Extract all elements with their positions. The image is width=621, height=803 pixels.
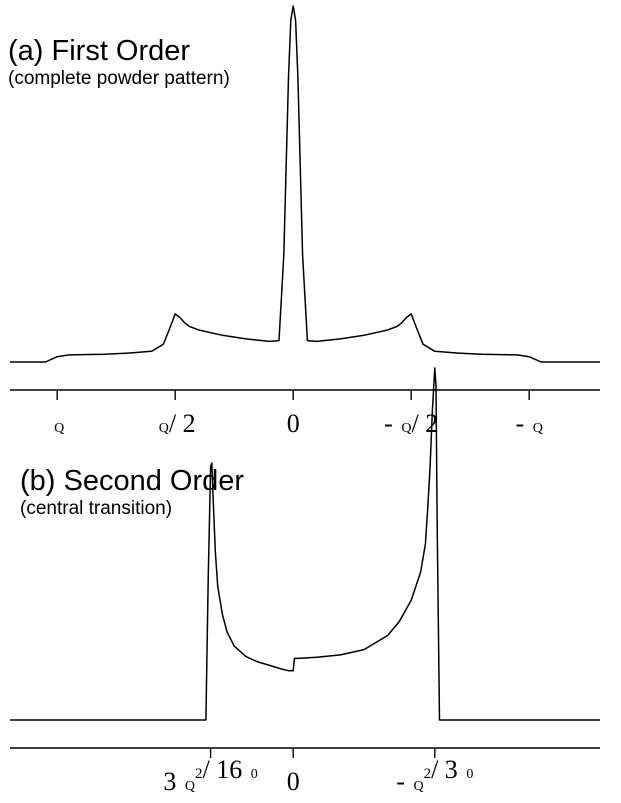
- x-tick-label: - Q/ 2: [384, 409, 438, 438]
- x-tick-label: - Q: [516, 409, 543, 438]
- x-tick-label: 3 Q2/ 16 0: [163, 755, 257, 796]
- x-tick-label: 0: [287, 767, 300, 796]
- panel-second-order: (b) Second Order (central transition) 3 …: [10, 367, 600, 796]
- series-line: [10, 367, 600, 721]
- x-tick-label: 0: [287, 409, 300, 438]
- x-tick-label: Q: [54, 421, 64, 436]
- panel-first-order: (a) First Order (complete powder pattern…: [8, 5, 600, 438]
- x-tick-label: - Q2/ 3 0: [396, 755, 473, 796]
- panel-a-marks: Q Q/ 2 0 - Q/ 2 - Q: [10, 5, 600, 438]
- x-tick-label: Q/ 2: [159, 409, 196, 438]
- panel-b-marks: 3 Q2/ 16 0 0 - Q2/ 3 0: [10, 367, 600, 796]
- series-line: [10, 5, 600, 363]
- panel-a-subtitle: (complete powder pattern): [8, 68, 230, 89]
- panel-b-title: (b) Second Order: [20, 465, 244, 497]
- panel-a-title: (a) First Order: [8, 35, 190, 67]
- panel-b-subtitle: (central transition): [20, 498, 172, 519]
